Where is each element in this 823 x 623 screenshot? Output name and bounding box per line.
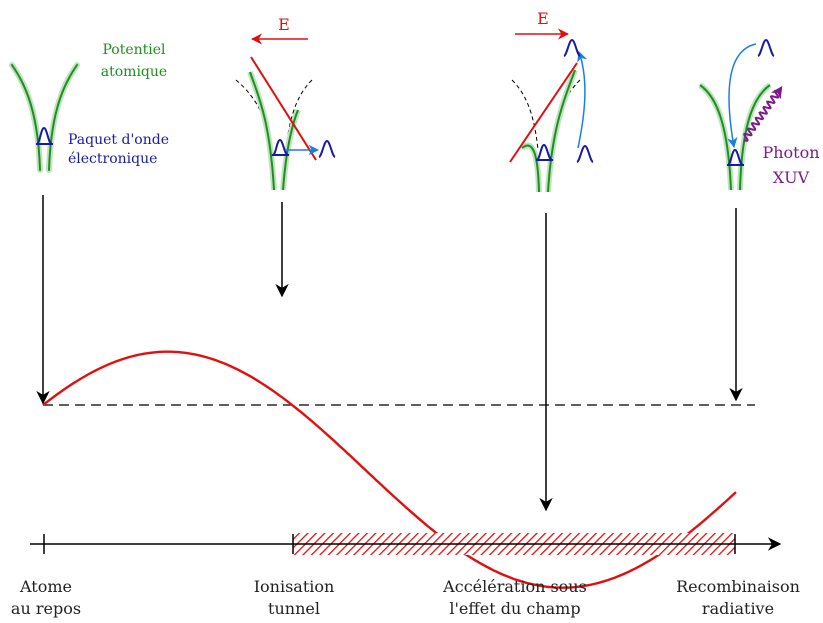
step-label-recombination-line1: Recombinaison	[676, 577, 800, 596]
potential-label-line2: atomique	[101, 64, 167, 80]
wave-packet-icon	[36, 126, 53, 145]
wavepacket-label-line2: électronique	[68, 151, 157, 167]
time-axis	[30, 533, 782, 555]
step-label-ionisation-line1: Ionisation	[254, 577, 335, 596]
field-label: E	[537, 9, 549, 28]
field-potential-line	[250, 56, 317, 161]
panel-acceleration: E	[509, 9, 594, 193]
wave-packet-icon	[272, 138, 289, 156]
step-label-acceleration-line2: l'effet du champ	[449, 599, 580, 618]
returning-wave-packet-icon	[757, 38, 775, 57]
wave-packet-icon	[536, 143, 553, 161]
step-label-rest-line1: Atome	[19, 577, 72, 596]
potential-label-line1: Potentiel	[102, 42, 166, 58]
distorted-potential-well	[520, 68, 578, 193]
acceleration-trajectory-arrow	[577, 51, 588, 149]
free-wave-packet-icon	[318, 139, 336, 158]
photon-label-line2: XUV	[773, 168, 810, 187]
photon-label-line1: Photon	[762, 143, 819, 162]
field-arrow: E	[250, 15, 308, 45]
wavepacket-label-line1: Paquet d'onde	[68, 132, 169, 148]
step-label-rest-line2: au repos	[11, 599, 81, 618]
atomic-potential-well	[698, 82, 772, 191]
field-arrow: E	[515, 9, 570, 40]
panel-recombination: Photon XUV	[698, 38, 820, 191]
xuv-photon-wavy-arrow	[743, 86, 783, 142]
electric-field-curve	[42, 350, 737, 589]
wave-packet-icon	[727, 148, 744, 166]
panel-atom-at-rest: Potentiel atomique Paquet d'onde électro…	[9, 42, 169, 173]
field-potential-line	[509, 62, 578, 163]
recombination-trajectory-arrow	[727, 43, 757, 149]
field-label: E	[278, 15, 290, 34]
unperturbed-potential-dashed	[235, 79, 313, 151]
distorted-potential-well	[247, 71, 301, 191]
returning-wave-packet-icon	[576, 144, 594, 163]
step-label-acceleration-line1: Accélération sous	[442, 577, 587, 596]
accelerated-wave-packet-icon	[563, 38, 581, 57]
atomic-potential-well	[9, 62, 80, 173]
step-label-ionisation-line2: tunnel	[268, 599, 320, 618]
panel-tunnel-ionisation: E	[235, 15, 336, 191]
step-labels: Atome au repos Ionisation tunnel Accélér…	[11, 577, 800, 618]
step-arrows	[36, 195, 743, 512]
step-label-recombination-line2: radiative	[702, 599, 774, 618]
